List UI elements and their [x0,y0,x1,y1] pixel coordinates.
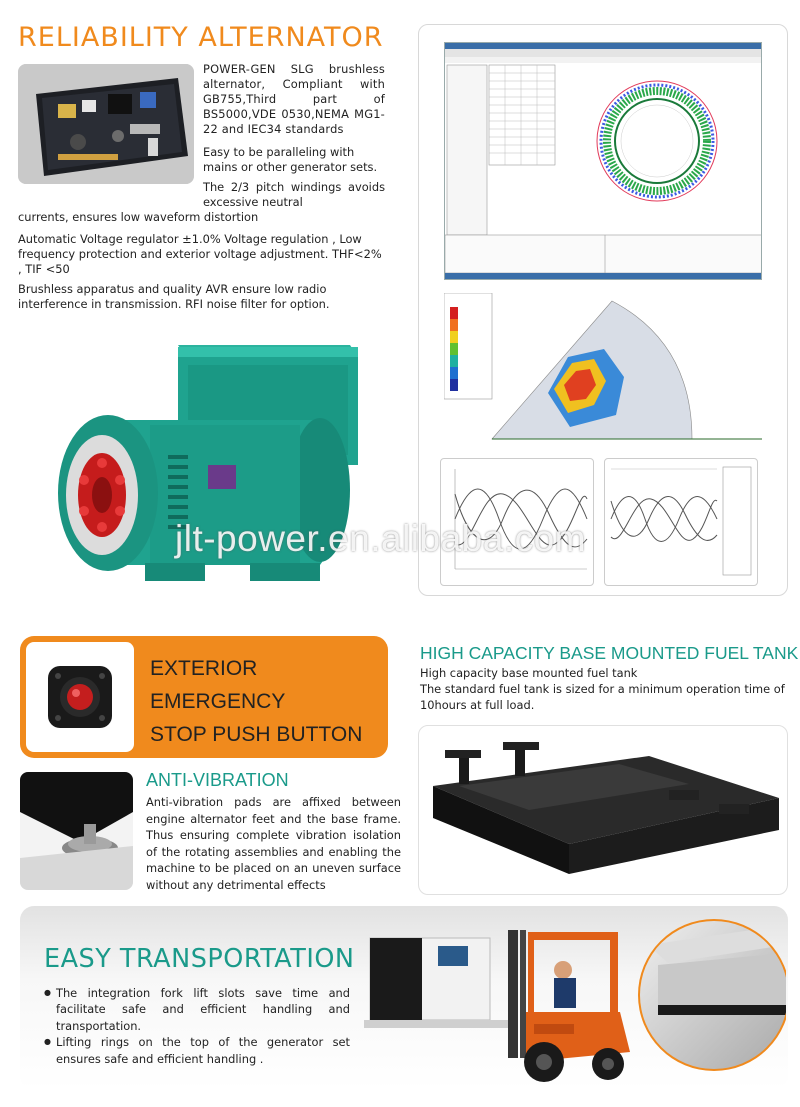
transportation-title: EASY TRANSPORTATION [44,944,355,974]
fuel-tank-description: High capacity base mounted fuel tank The… [420,665,790,713]
reliability-title: RELIABILITY ALTERNATOR [18,22,384,53]
waveform-chart-right [604,458,758,586]
emergency-stop-image [26,642,134,752]
fork-slot-detail-image [628,915,790,1075]
fuel-tank-image [418,725,788,895]
fuel-tank-line-2: The standard fuel tank is sized for a mi… [420,682,785,712]
fuel-tank-line-1: High capacity base mounted fuel tank [420,666,638,680]
anti-vibration-image [20,772,133,890]
reliability-paragraph-avr: Automatic Voltage regulator ±1.0% Voltag… [18,232,382,276]
emergency-stop-text: EXTERIOR EMERGENCY STOP PUSH BUTTON [150,652,362,751]
fuel-tank-title: HIGH CAPACITY BASE MOUNTED FUEL TANK [420,643,799,663]
reliability-paragraph-windings: The 2/3 pitch windings avoids excessive … [18,180,385,225]
windings-text-b: currents, ensures low waveform distortio… [18,210,259,224]
waveform-chart-left [440,458,594,586]
avr-board-image [18,64,194,184]
transportation-list: The integration fork lift slots save tim… [44,985,350,1067]
reliability-paragraph-paralleling: Easy to be paralleling with mains or oth… [203,145,378,174]
alternator-image [50,325,380,595]
estop-line-1: EXTERIOR [150,657,258,680]
reliability-paragraph-rfi: Brushless apparatus and quality AVR ensu… [18,282,330,311]
reliability-paragraph-standards: POWER-GEN SLG brushless alternator, Comp… [203,62,385,136]
software-screenshot [444,42,762,280]
forklift-image [358,912,633,1090]
estop-line-2: EMERGENCY [150,690,286,713]
transportation-item-1: The integration fork lift slots save tim… [44,985,350,1034]
estop-line-3: STOP PUSH BUTTON [150,723,363,746]
fem-simulation-view [443,292,762,445]
transportation-item-2: Lifting rings on the top of the generato… [44,1034,350,1067]
anti-vibration-description: Anti-vibration pads are affixed between … [146,795,401,892]
windings-text-a: The 2/3 pitch windings avoids excessive … [203,180,385,209]
anti-vibration-title: ANTI-VIBRATION [146,770,289,790]
watermark: jlt-power.en.alibaba.com [175,518,586,559]
